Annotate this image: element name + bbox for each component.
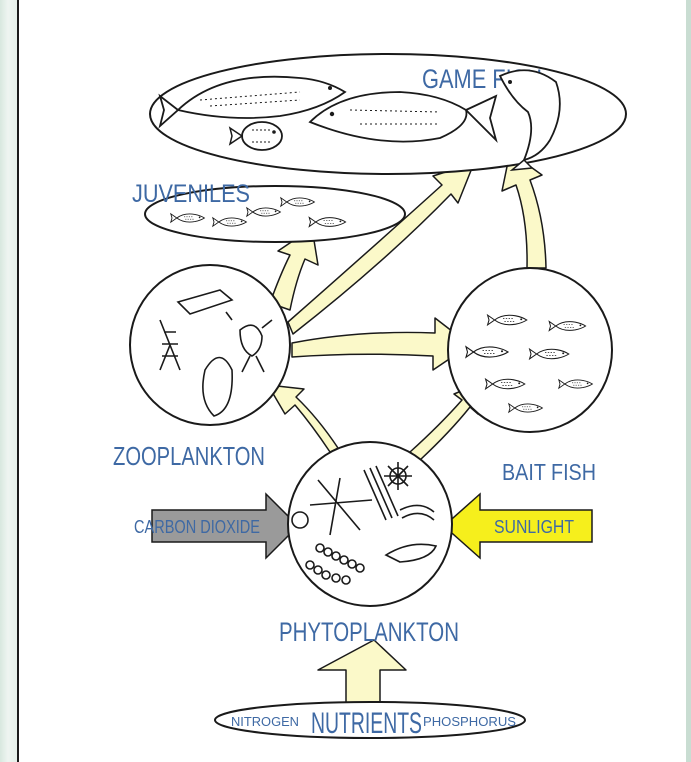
juveniles-node: JUVENILES <box>132 180 405 242</box>
bait-fish-node: BAIT FISH <box>448 268 612 485</box>
nitrogen-label: NITROGEN <box>231 714 299 729</box>
carbon-dioxide-label: CARBON DIOXIDE <box>134 517 260 537</box>
nutrients-node: NITROGEN NUTRIENTS PHOSPHORUS <box>215 702 525 740</box>
bait-fish-label: BAIT FISH <box>502 459 596 485</box>
game-fish-node: GAME FISH <box>150 54 626 174</box>
zooplankton-node: ZOOPLANKTON <box>113 265 290 471</box>
arrow-phyto-to-zoo <box>268 385 338 452</box>
sunlight-label: SUNLIGHT <box>494 517 574 537</box>
phytoplankton-label: PHYTOPLANKTON <box>279 617 459 647</box>
sunlight-arrow: SUNLIGHT <box>444 494 592 558</box>
phosphorus-label: PHOSPHORUS <box>423 714 516 729</box>
phytoplankton-node: PHYTOPLANKTON <box>279 442 459 647</box>
carbon-dioxide-arrow: CARBON DIOXIDE <box>134 494 298 558</box>
nutrients-label: NUTRIENTS <box>311 707 422 740</box>
arrow-zoo-to-baitfish <box>292 318 470 370</box>
arrow-nutrients-to-phyto <box>318 640 406 708</box>
zooplankton-label: ZOOPLANKTON <box>113 441 265 471</box>
juveniles-label: JUVENILES <box>132 180 250 208</box>
